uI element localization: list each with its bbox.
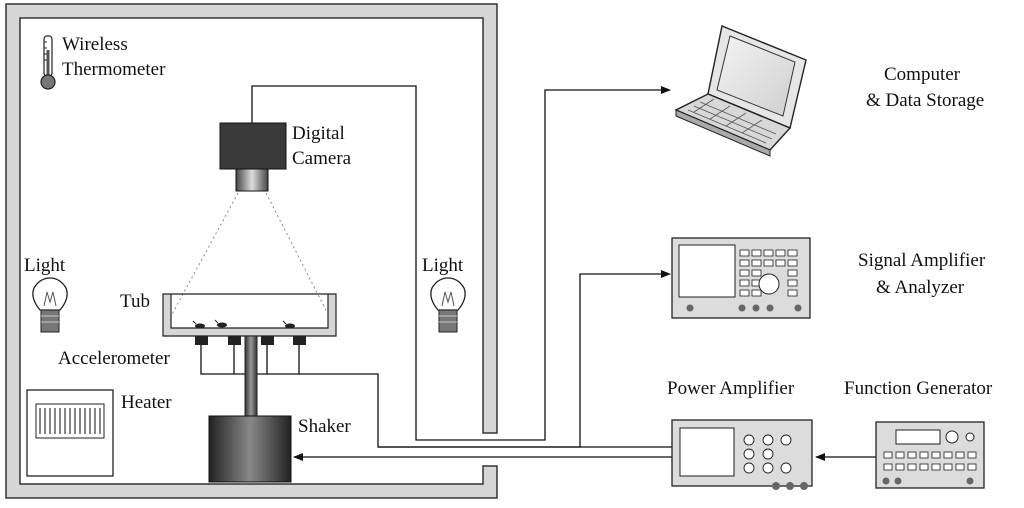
power-amplifier-icon — [671, 419, 813, 490]
laptop-icon — [674, 25, 807, 157]
power-amplifier-label: Power Amplifier — [667, 378, 795, 399]
shaker-label: Shaker — [298, 416, 351, 437]
camera-label-line2: Camera — [292, 148, 352, 169]
light-bulb-left-icon — [32, 277, 68, 333]
camera-to-computer-wire — [251, 85, 671, 441]
specimens — [192, 319, 295, 329]
analyzer-label-line1: Signal Amplifier — [858, 250, 986, 271]
camera-icon — [219, 122, 287, 192]
light-right-label: Light — [422, 255, 464, 276]
camera-field-of-view — [169, 192, 331, 319]
analyzer-label-line2: & Analyzer — [876, 277, 965, 298]
analyzer-icon — [671, 237, 811, 319]
heater-icon — [26, 389, 114, 477]
thermometer-icon — [40, 35, 56, 90]
thermometer-label-line2: Thermometer — [62, 59, 166, 80]
tub-label: Tub — [120, 291, 150, 312]
light-bulb-right-icon — [430, 277, 466, 333]
enclosure — [5, 3, 498, 499]
shaker — [208, 335, 292, 483]
computer-label-line2: & Data Storage — [866, 90, 984, 111]
heater-label: Heater — [121, 392, 172, 413]
accelerometer-label: Accelerometer — [58, 348, 170, 369]
accelerometer-to-analyzer-wire — [378, 270, 671, 448]
tub — [162, 293, 337, 337]
thermometer-label-line1: Wireless — [62, 34, 128, 55]
computer-label-line1: Computer — [884, 64, 961, 85]
function-generator-icon — [875, 421, 985, 489]
light-left-label: Light — [24, 255, 66, 276]
camera-label-line1: Digital — [292, 123, 345, 144]
function-generator-label: Function Generator — [844, 378, 993, 399]
